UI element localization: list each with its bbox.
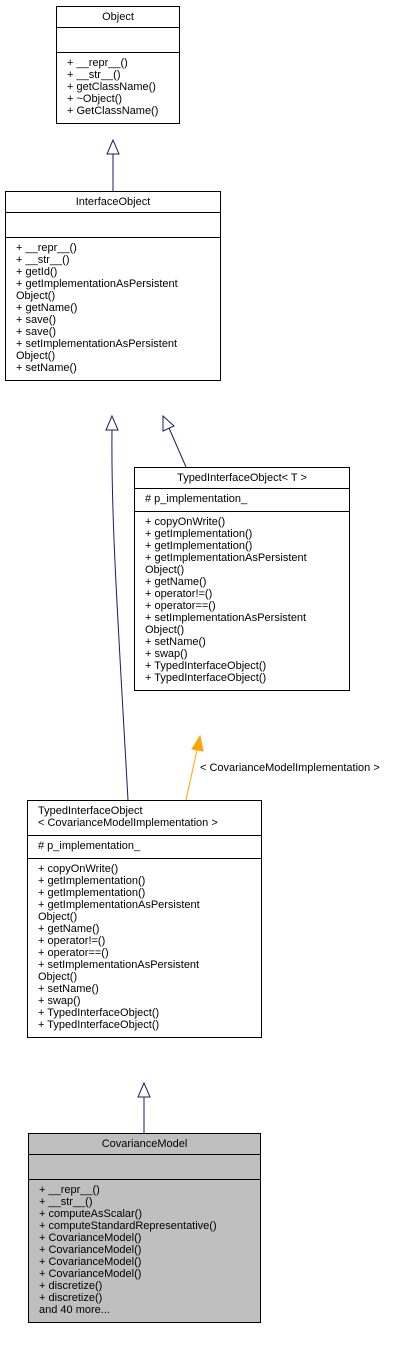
attribute: # p_implementation_ [38,840,141,852]
method: + __str__() [16,254,70,266]
method: + CovarianceModel() [39,1244,142,1256]
method: + operator==() [145,600,216,612]
attribute: # p_implementation_ [145,493,248,505]
method: + setImplementationAsPersistent [145,612,307,624]
method: + CovarianceModel() [39,1268,142,1280]
method: + __repr__() [67,57,128,69]
methods-section: + copyOnWrite() + getImplementation() + … [28,858,261,1037]
method: + CovarianceModel() [39,1256,142,1268]
method: + setName() [16,362,77,374]
method: + __repr__() [16,242,77,254]
method: + discretize() [39,1280,103,1292]
method: + getImplementation() [38,875,146,887]
attributes-section: # p_implementation_ [28,835,261,858]
method: + getImplementation() [145,528,253,540]
methods-section: + copyOnWrite() + getImplementation() + … [135,511,349,690]
template-argument-label: < CovarianceModelImplementation > [200,762,380,774]
more-members-link[interactable]: and 40 more... [39,1304,110,1316]
method: + __repr__() [39,1184,100,1196]
method: + getImplementationAsPersistent [16,278,178,290]
method: + getImplementationAsPersistent [38,899,200,911]
method: + swap() [38,995,81,1007]
method: + save() [16,326,57,338]
class-typed-interface-object-cmi[interactable]: TypedInterfaceObject < CovarianceModelIm… [27,800,262,1038]
method: + TypedInterfaceObject() [38,1019,160,1031]
method: + getClassName() [67,81,156,93]
edge-template-instantiation [185,749,198,801]
method: + computeAsScalar() [39,1208,143,1220]
class-typed-interface-object-t[interactable]: TypedInterfaceObject< T > # p_implementa… [134,467,350,691]
attributes-section [57,27,179,52]
method: + TypedInterfaceObject() [145,672,267,684]
method: + getId() [16,266,58,278]
method: + discretize() [39,1292,103,1304]
method: + operator!=() [38,935,106,947]
method: Object() [16,350,56,362]
attributes-section: # p_implementation_ [135,488,349,511]
class-title: TypedInterfaceObject< T > [177,472,307,484]
methods-section: + __repr__() + __str__() + getClassName(… [57,52,179,123]
method: + getImplementation() [145,540,253,552]
method: + TypedInterfaceObject() [145,660,267,672]
method: + __str__() [67,69,121,81]
method: + save() [16,314,57,326]
method: + getName() [16,302,78,314]
method: + __str__() [39,1196,93,1208]
method: + copyOnWrite() [38,863,119,875]
method: + getName() [145,576,207,588]
class-covariance-model[interactable]: CovarianceModel + __repr__() + __str__()… [28,1133,261,1323]
method: + operator==() [38,947,109,959]
method: Object() [145,564,185,576]
attributes-section [29,1154,260,1179]
arrowhead-interfaceobject-right [162,414,175,432]
method: + setName() [38,983,99,995]
edge-typedt-to-interfaceobject [168,427,187,468]
method: + computeStandardRepresentative() [39,1220,217,1232]
method: + operator!=() [145,588,213,600]
method: + GetClassName() [67,105,159,117]
arrowhead-interfaceobject-left [105,414,119,431]
attributes-section [6,212,220,237]
edge-typedcmi-to-interfaceobject [111,429,129,801]
method: + getImplementationAsPersistent [145,552,307,564]
method: + setImplementationAsPersistent [38,959,200,971]
class-object[interactable]: Object + __repr__() + __str__() + getCla… [56,6,180,124]
method: Object() [38,971,78,983]
class-title: CovarianceModel [101,1138,188,1150]
method: + CovarianceModel() [39,1232,142,1244]
class-interface-object[interactable]: InterfaceObject + __repr__() + __str__()… [5,191,221,381]
method: + setImplementationAsPersistent [16,338,178,350]
method: Object() [145,624,185,636]
class-title: InterfaceObject [75,196,151,208]
arrowhead-template [191,734,204,752]
method: + swap() [145,648,188,660]
method: + setName() [145,636,206,648]
method: Object() [38,911,78,923]
method: + getName() [38,923,100,935]
method: + ~Object() [67,93,123,105]
methods-section: + __repr__() + __str__() + getId() + get… [6,237,220,380]
class-title: Object [102,11,134,23]
arrowhead-object [106,138,120,155]
method: Object() [16,290,56,302]
methods-section: + __repr__() + __str__() + computeAsScal… [29,1179,260,1322]
method: + TypedInterfaceObject() [38,1007,160,1019]
method: + getImplementation() [38,887,146,899]
class-title: TypedInterfaceObject < CovarianceModelIm… [38,805,218,829]
arrowhead-typedcmi [137,1081,151,1098]
method: + copyOnWrite() [145,516,226,528]
